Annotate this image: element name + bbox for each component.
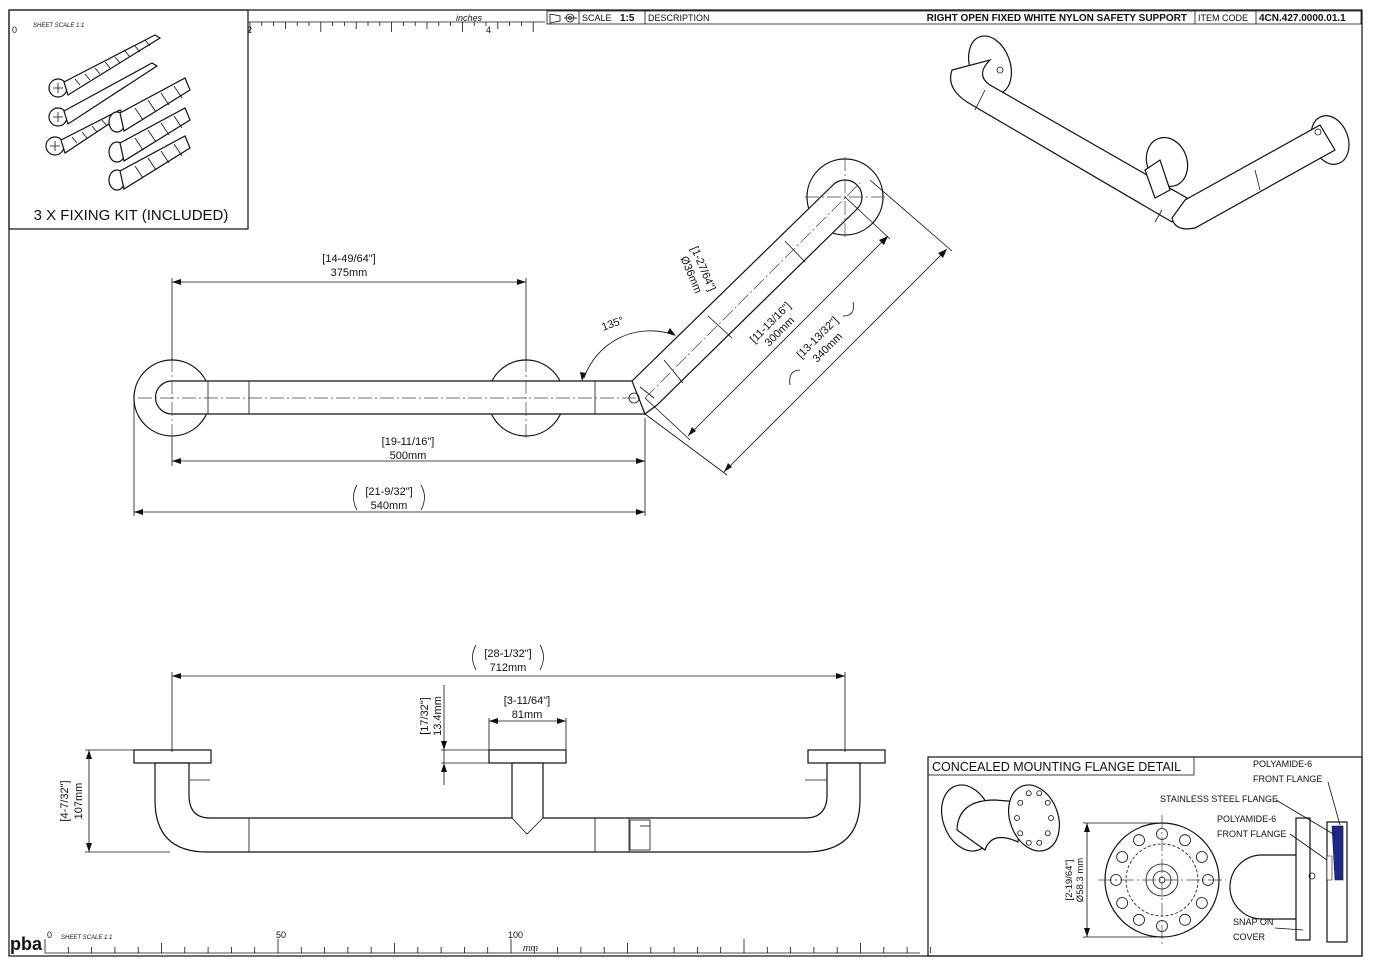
fixing-kit-panel: SHEET SCALE 1:1: [8, 9, 249, 230]
dim-540-mm: 540mm: [371, 500, 408, 512]
screw-icon: [48, 62, 159, 127]
dim-13-4-mm: 13.4mm: [432, 696, 444, 736]
dim-500-inch: [19-11/16"]: [382, 436, 435, 448]
screw-hole: [1044, 830, 1051, 837]
flange-hole-ring: [1014, 790, 1054, 846]
projection-symbol-icon: [549, 13, 577, 24]
horizontal-bar: [154, 380, 646, 415]
mm-tick-50: 50: [276, 930, 286, 940]
dim-712-inch: [28-1/32"]: [484, 648, 531, 660]
mm-ruler-sheet-scale: SHEET SCALE 1:1: [61, 935, 112, 941]
callout-snap-b: COVER: [1233, 932, 1266, 942]
dim-712-mm: 712mm: [490, 662, 527, 674]
screw-hole: [1048, 815, 1054, 821]
callout-snap-a: SNAP ON: [1233, 917, 1273, 927]
screw-hole: [1179, 913, 1191, 926]
item-code-value: 4CN.427.0000.01.1: [1259, 13, 1346, 24]
screw-hole: [1017, 799, 1024, 806]
logo-text: pba: [10, 934, 43, 954]
callout-polyamide-1a: POLYAMIDE-6: [1253, 759, 1312, 769]
dim-58-mm: Ø58.3 mm: [1075, 858, 1086, 902]
front-flange-left: [133, 749, 212, 764]
wall-plug-icon: [108, 107, 191, 163]
top-view: [14-49/64"] 375mm [19-11/16"] 500mm [21-…: [133, 157, 953, 516]
fixing-kit-sheet-scale: SHEET SCALE 1:1: [33, 23, 84, 29]
dim-81-mm: 81mm: [512, 709, 543, 721]
screw-hole: [1036, 790, 1043, 797]
screw-hole: [1195, 851, 1208, 863]
inch-tick-4: 4: [486, 25, 491, 35]
flange-detail-panel: CONCEALED MOUNTING FLANGE DETAIL [2-19/6…: [927, 756, 1363, 957]
mm-ruler-unit: mm: [523, 943, 538, 953]
dim-81-inch: [3-11/64"]: [504, 695, 551, 707]
dim-500-mm: 500mm: [390, 450, 427, 462]
scale-label: SCALE: [582, 13, 612, 23]
dim-540-inch: [21-9/32"]: [365, 486, 412, 498]
screw-hole: [1133, 913, 1145, 926]
flange-detail-title: CONCEALED MOUNTING FLANGE DETAIL: [932, 760, 1181, 774]
screw-hole: [1025, 839, 1032, 846]
callout-polyamide-2b: FRONT FLANGE: [1217, 829, 1286, 839]
dim-13-4-inch: [17/32"]: [419, 697, 431, 735]
dim-58-inch: [2-19/64"]: [1064, 860, 1075, 901]
dim-107-inch: [4-7/32"]: [59, 780, 71, 821]
snap-on-cover: [1295, 817, 1311, 941]
mm-tick-100: 100: [508, 930, 523, 940]
callout-polyamide-1b: FRONT FLANGE: [1253, 774, 1322, 784]
inch-ruler-unit: inches: [456, 13, 483, 23]
mm-tick-0: 0: [47, 930, 52, 940]
screw-hole: [1133, 834, 1145, 847]
screw-hole: [1195, 897, 1208, 909]
inch-tick-2: 2: [247, 25, 252, 35]
callout-polyamide-2a: POLYAMIDE-6: [1217, 814, 1276, 824]
screw-hole: [1116, 851, 1129, 863]
callout-stainless: STAINLESS STEEL FLANGE: [1160, 794, 1278, 804]
scale-value: 1:5: [620, 13, 635, 24]
dim-107-mm: 107mm: [73, 783, 85, 820]
screw-icon: [48, 34, 162, 98]
screw-hole: [1044, 799, 1051, 806]
isometric-view: [950, 35, 1350, 230]
screw-hole: [1017, 830, 1024, 837]
screw-hole: [1014, 815, 1020, 821]
front-flange-right: [807, 749, 886, 764]
inch-ruler: 0 2 4 inches: [12, 13, 545, 35]
front-view: [28-1/32"] 712mm [3-11/64"] 81mm [17/32"…: [59, 644, 886, 853]
front-flange-middle: [488, 749, 567, 764]
item-code-label: ITEM CODE: [1198, 13, 1248, 23]
dim-375-mm: 375mm: [331, 267, 368, 279]
screw-icon: [45, 109, 125, 156]
inch-tick-0: 0: [12, 25, 17, 35]
pba-logo: pba: [10, 934, 43, 954]
screw-hole: [1036, 839, 1043, 846]
angle-135: 135°: [600, 315, 625, 334]
wall-plug-icon: [108, 135, 191, 191]
front-bar: [154, 762, 861, 853]
description-value: RIGHT OPEN FIXED WHITE NYLON SAFETY SUPP…: [927, 13, 1187, 24]
fixing-kit-label: 3 X FIXING KIT (INCLUDED): [34, 207, 229, 224]
wall-plug-icon: [108, 77, 191, 133]
title-block: SCALE 1:5 DESCRIPTION RIGHT OPEN FIXED W…: [546, 10, 1362, 25]
description-label: DESCRIPTION: [648, 13, 710, 23]
screw-hole: [1116, 897, 1129, 909]
dim-375-inch: [14-49/64"]: [322, 253, 375, 265]
screw-hole: [1179, 834, 1191, 847]
sheet-border: [8, 9, 1363, 957]
flange-screw-holes: [1110, 828, 1214, 932]
mm-ruler: 0 50 100 SHEET SCALE 1:1 mm: [44, 930, 931, 954]
screw-hole: [1025, 790, 1032, 797]
